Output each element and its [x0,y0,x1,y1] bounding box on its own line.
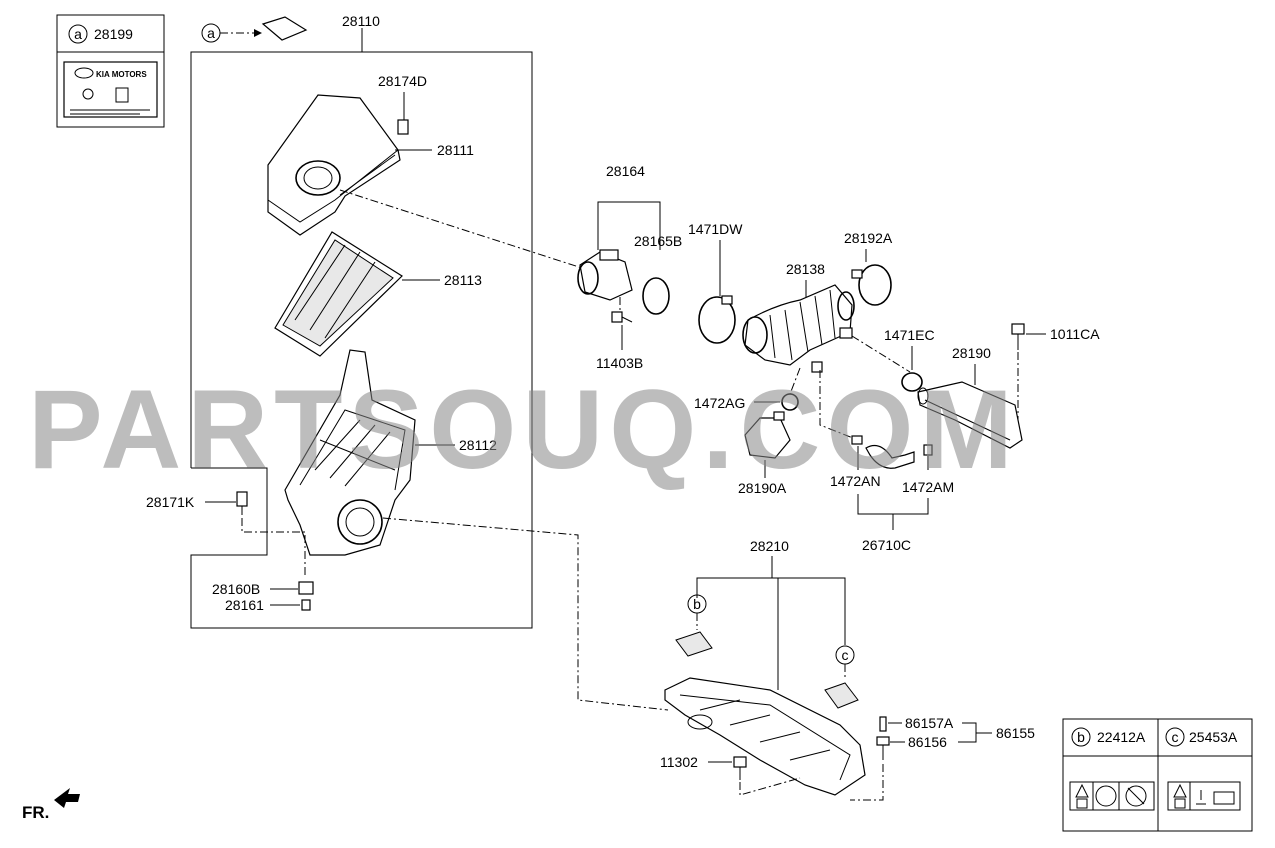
hose-nipple [839,327,853,339]
label-28171K[interactable]: 28171K [146,494,195,510]
label-28110[interactable]: 28110 [342,13,380,29]
callout-a-top[interactable]: a [201,16,308,43]
kia-brand-text: KIA MOTORS [96,70,147,79]
part-11302-bolt[interactable] [733,756,747,780]
label-28210[interactable]: 28210 [750,538,789,554]
legend-b-circle [1071,727,1091,747]
part-28171K-bolt[interactable] [236,491,248,515]
label-86156[interactable]: 86156 [908,734,947,750]
label-28113[interactable]: 28113 [444,272,482,288]
no-fire-icon [1125,785,1147,807]
label-28165B[interactable]: 28165B [634,233,682,249]
legend-b-part[interactable]: 22412A [1097,729,1146,745]
part-1471DW-clamp[interactable] [698,295,736,344]
legend-c-marker: c [1172,729,1179,745]
part-11403B-screw[interactable] [611,297,633,350]
callout-b-duct[interactable]: b [675,594,713,657]
battery-icon [115,87,129,103]
legend-label-table: b 22412A c 25453A [1062,718,1253,832]
no-hand-icon [1095,785,1117,807]
part-28112-lower-body[interactable] [284,349,416,556]
label-28190A[interactable]: 28190A [738,480,787,496]
part-28113-filter[interactable] [274,231,403,357]
part-26710C-breather-hose[interactable] [865,445,915,469]
air-cleaner-frame [190,28,533,629]
part-28160B-grommet[interactable] [298,581,314,595]
part-1472AN-clip[interactable] [851,435,863,445]
svg-text:b: b [693,596,701,612]
legend-c-circle [1165,727,1185,747]
label-26710C[interactable]: 26710C [862,537,911,553]
label-1472AN[interactable]: 1472AN [830,473,881,489]
reservoir-icon [1213,791,1235,805]
kia-logo-icon [74,67,94,79]
part-28164-maf-sensor[interactable] [577,249,633,301]
fr-label: FR. [22,803,49,822]
kia-label-sticker [63,61,158,118]
label-28160B[interactable]: 28160B [212,581,260,597]
part-86156-screw[interactable] [876,736,890,760]
legend-c-part[interactable]: 25453A [1189,729,1238,745]
hose-port [811,361,823,373]
legend-b-marker: b [1077,729,1085,745]
coolant-level-icon [1196,790,1206,805]
part-1011CA-bolt[interactable] [1011,323,1025,350]
part-28190-duct[interactable] [917,381,1023,449]
label-1011CA[interactable]: 1011CA [1050,326,1100,342]
front-orientation-indicator: FR. [22,788,80,822]
badge-icon [82,88,94,100]
label-28164[interactable]: 28164 [606,163,645,179]
battery-icon [1076,798,1088,809]
part-28111-cover[interactable] [267,94,401,236]
callout-a-inset: a [74,26,82,42]
part-28192A-clamp[interactable] [851,264,892,306]
warning-triangle-icon [1075,783,1089,798]
label-28161[interactable]: 28161 [225,597,264,613]
part-1472AM-clip[interactable] [923,444,933,456]
label-28111[interactable]: 28111 [437,142,474,158]
inset-part-number[interactable]: 28199 [94,26,133,42]
watermark: PARTSOUQ.COM [28,367,1019,492]
label-1472AG[interactable]: 1472AG [694,395,745,411]
battery-icon-2 [1174,798,1186,809]
label-11403B[interactable]: 11403B [596,355,643,371]
part-28161-bushing[interactable] [301,599,311,611]
label-1471DW[interactable]: 1471DW [688,221,743,237]
label-28174D[interactable]: 28174D [378,73,427,89]
svg-text:c: c [842,647,849,663]
part-86157A-pin[interactable] [879,716,887,732]
callout-a-inset-circle[interactable] [68,24,88,44]
part-1471EC-clamp[interactable] [901,372,923,392]
warning-triangle-icon-2 [1173,783,1187,798]
label-28192A[interactable]: 28192A [844,230,893,246]
part-28165B-oring[interactable] [642,277,670,315]
sticker-shape [261,16,308,41]
label-28112[interactable]: 28112 [459,437,497,453]
inset-28199: a 28199 KIA MOTORS [56,14,165,128]
label-28190[interactable]: 28190 [952,345,991,361]
part-28190A-resonator[interactable] [744,411,791,459]
label-1471EC[interactable]: 1471EC [884,327,935,343]
label-86155[interactable]: 86155 [996,725,1035,741]
label-11302[interactable]: 11302 [660,754,698,770]
label-86157A[interactable]: 86157A [905,715,954,731]
label-1472AM[interactable]: 1472AM [902,479,954,495]
part-28174D-clip[interactable] [397,92,409,135]
label-28138[interactable]: 28138 [786,261,825,277]
part-28210-air-duct[interactable] [664,677,866,796]
callout-c-duct[interactable]: c [824,645,859,709]
part-28138-intake-hose[interactable] [742,284,855,366]
front-arrow-icon [54,788,80,808]
svg-text:a: a [207,25,215,41]
